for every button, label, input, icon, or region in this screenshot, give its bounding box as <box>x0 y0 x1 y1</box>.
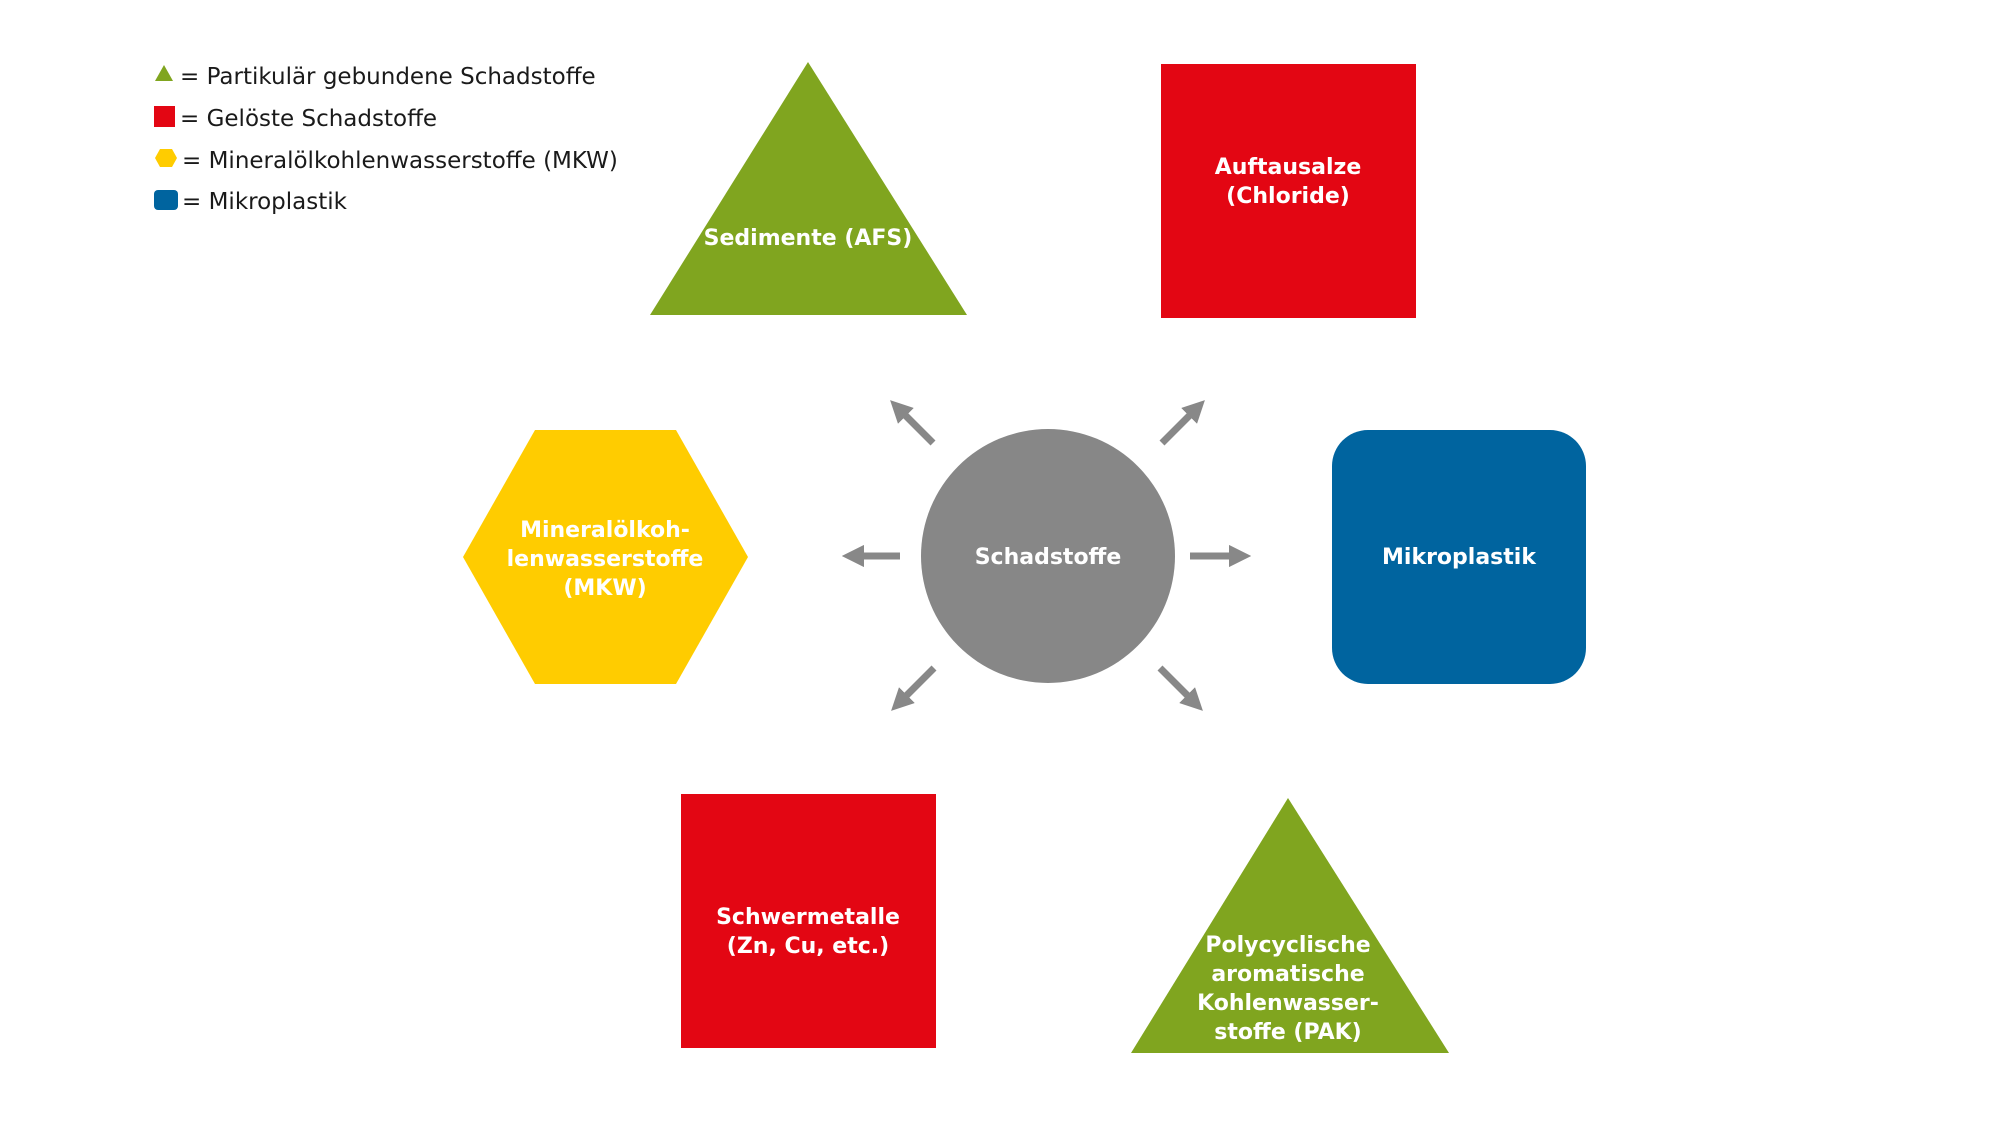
legend-item-dissolved: = Gelöste Schadstoffe <box>154 106 437 132</box>
arrow-to-sedimente <box>890 400 936 446</box>
green-triangle-shape <box>650 62 967 315</box>
green-triangle-shape <box>1131 798 1449 1053</box>
yellow-hexagon-shape <box>463 430 748 684</box>
red-square-icon <box>154 106 175 127</box>
node-schadstoffe: Schadstoffe <box>921 429 1175 683</box>
node-label-sedimente: Sedimente (AFS) <box>704 226 913 251</box>
node-label-mkw-line2: lenwasserstoffe <box>507 547 704 572</box>
node-pak: Polycyclische aromatische Kohlenwasser- … <box>1131 798 1449 1053</box>
legend-label-dissolved: = Gelöste Schadstoffe <box>180 106 437 132</box>
red-square-shape <box>681 794 936 1048</box>
node-mkw: Mineralölkoh- lenwasserstoffe (MKW) <box>463 430 748 684</box>
arrows <box>841 400 1252 711</box>
legend-item-microplastic: = Mikroplastik <box>154 189 348 215</box>
legend-label-particulate: = Partikulär gebundene Schadstoffe <box>180 64 596 90</box>
arrow-to-schwermetalle <box>891 665 937 711</box>
node-label-mkw-line3: (MKW) <box>563 576 646 601</box>
center-circle <box>921 429 1175 683</box>
arrow-to-pak <box>1157 665 1203 711</box>
legend-item-mkw: = Mineralölkohlenwasserstoffe (MKW) <box>155 148 618 174</box>
node-label-pak-line3: Kohlenwasser- <box>1197 991 1379 1016</box>
node-label-pak-line2: aromatische <box>1211 962 1364 987</box>
node-label-schwermetalle-line2: (Zn, Cu, etc.) <box>727 934 889 959</box>
blue-rounded-square-icon <box>154 190 178 210</box>
node-schwermetalle: Schwermetalle (Zn, Cu, etc.) <box>681 794 936 1048</box>
yellow-hexagon-icon <box>155 149 177 167</box>
node-label-schadstoffe: Schadstoffe <box>975 545 1122 570</box>
node-auftausalze: Auftausalze (Chloride) <box>1161 64 1416 318</box>
arrow-to-auftausalze <box>1159 400 1205 446</box>
legend-label-mkw: = Mineralölkohlenwasserstoffe (MKW) <box>182 148 618 174</box>
node-label-auftausalze-line1: Auftausalze <box>1215 155 1362 180</box>
blue-rounded-square-shape <box>1332 430 1586 684</box>
green-triangle-icon <box>155 65 173 81</box>
node-label-pak-line1: Polycyclische <box>1205 933 1370 958</box>
node-label-auftausalze-line2: (Chloride) <box>1226 184 1350 209</box>
node-label-mikroplastik: Mikroplastik <box>1382 545 1537 570</box>
node-label-mkw-line1: Mineralölkoh- <box>520 518 690 543</box>
red-square-shape <box>1161 64 1416 318</box>
node-label-schwermetalle-line1: Schwermetalle <box>716 905 900 930</box>
node-mikroplastik: Mikroplastik <box>1332 430 1586 684</box>
legend-item-particulate: = Partikulär gebundene Schadstoffe <box>155 64 596 90</box>
node-label-pak-line4: stoffe (PAK) <box>1214 1020 1361 1045</box>
legend-label-microplastic: = Mikroplastik <box>182 189 348 215</box>
node-sedimente: Sedimente (AFS) <box>650 62 967 315</box>
legend: = Partikulär gebundene Schadstoffe = Gel… <box>154 64 618 215</box>
